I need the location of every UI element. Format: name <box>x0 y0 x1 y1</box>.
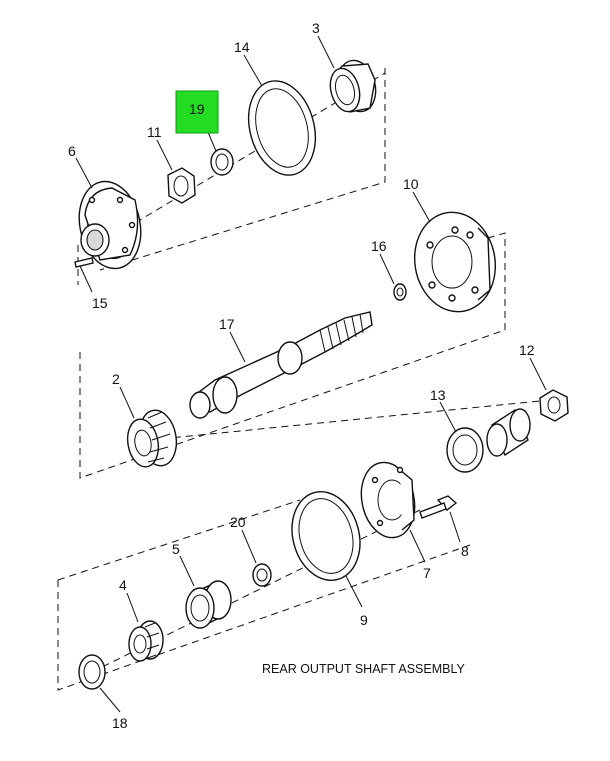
part-14-shim <box>247 80 317 176</box>
part-9-shim <box>291 491 361 581</box>
callout-20[interactable]: 20 <box>230 514 246 530</box>
part-4-bearing-cone <box>128 620 164 662</box>
axis-top <box>114 72 386 236</box>
part-7-retainer <box>360 461 416 539</box>
callout-10[interactable]: 10 <box>403 176 419 192</box>
callout-14[interactable]: 14 <box>234 39 250 55</box>
callout-3[interactable]: 3 <box>312 20 320 36</box>
callout-4[interactable]: 4 <box>119 577 127 593</box>
group-outline-top <box>77 68 386 285</box>
callout-19[interactable]: 19 <box>189 101 205 117</box>
group-outline-middle <box>79 232 506 479</box>
callout-5[interactable]: 5 <box>172 541 180 557</box>
group-outline-bottom <box>57 499 471 691</box>
callout-16[interactable]: 16 <box>371 238 387 254</box>
part-3-bearing-cup <box>329 59 377 113</box>
part-17-output-shaft <box>189 311 373 419</box>
axis-middle <box>149 399 551 441</box>
diagram-caption: REAR OUTPUT SHAFT ASSEMBLY <box>262 662 465 676</box>
part-8-bolt <box>419 495 458 519</box>
part-11-nut <box>167 167 196 204</box>
callout-15[interactable]: 15 <box>92 295 108 311</box>
callout-19-highlight <box>175 90 219 134</box>
part-16-washer <box>393 283 407 301</box>
callout-17[interactable]: 17 <box>219 316 235 332</box>
callout-12[interactable]: 12 <box>519 342 535 358</box>
part-13-seal <box>446 427 484 473</box>
part-19-washer <box>210 148 234 176</box>
callout-7[interactable]: 7 <box>423 565 431 581</box>
callout-9[interactable]: 9 <box>360 612 368 628</box>
callout-2[interactable]: 2 <box>112 371 120 387</box>
callout-13[interactable]: 13 <box>430 387 446 403</box>
part-20-washer <box>252 563 272 587</box>
leader-lines <box>75 35 547 713</box>
part-2-bearing-cone <box>126 409 178 468</box>
callout-18[interactable]: 18 <box>112 715 128 731</box>
part-6-companion-flange <box>78 180 142 270</box>
part-5-bearing-cup <box>185 580 232 629</box>
part-18-washer <box>78 654 106 690</box>
callout-8[interactable]: 8 <box>461 543 469 559</box>
callout-6[interactable]: 6 <box>68 143 76 159</box>
callout-11[interactable]: 11 <box>147 124 162 140</box>
part-15-pin <box>74 257 94 268</box>
part-10-output-flange <box>413 211 497 313</box>
bushing <box>486 408 531 457</box>
part-12-nut <box>539 389 569 422</box>
